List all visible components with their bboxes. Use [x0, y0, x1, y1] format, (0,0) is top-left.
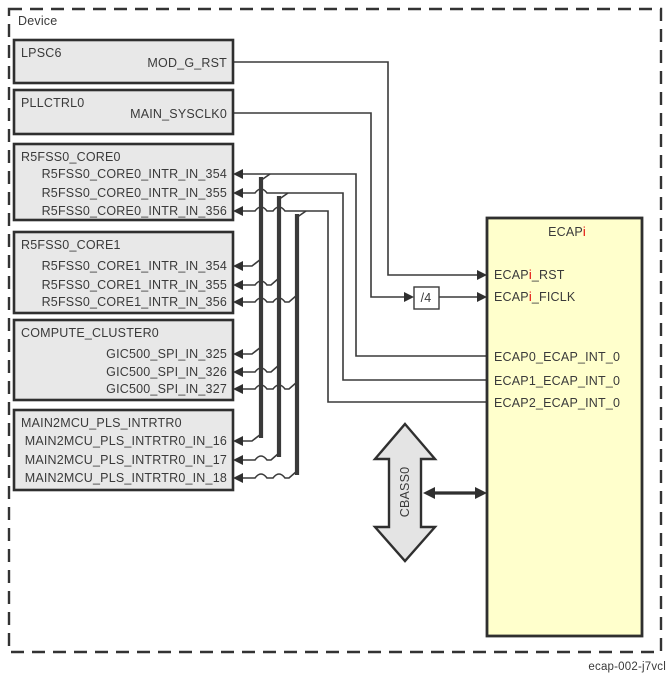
tap-core1-355	[243, 277, 280, 286]
bus-ecap2-top-join	[295, 210, 307, 219]
signal-label: R5FSS0_CORE0_INTR_IN_356	[42, 204, 227, 218]
interconnect-cbass0: CBASS0	[372, 422, 487, 563]
input-arrowhead	[233, 384, 243, 394]
block-ecapi: ECAPi ECAPi_RST ECAPi_FICLK ECAP0_ECAP_I…	[485, 216, 644, 638]
block-main2mcu-box	[12, 408, 235, 492]
cbass0-label: CBASS0	[398, 467, 412, 518]
device-label: Device	[18, 14, 57, 28]
ecapi-output-int1: ECAP1_ECAP_INT_0	[494, 374, 620, 388]
clock-divider: /4	[413, 286, 440, 310]
wire-ecap0-int	[243, 173, 487, 357]
signal-label: MAIN_SYSCLK0	[130, 107, 227, 121]
tap-main2mcu-18	[243, 470, 298, 479]
block-ecapi-box	[485, 216, 644, 638]
block-lpsc6: LPSC6 MOD_G_RST	[12, 38, 235, 85]
signal-label: MAIN2MCU_PLS_INTRTR0_IN_16	[25, 434, 227, 448]
divider-arrowhead	[404, 292, 414, 302]
signal-label: GIC500_SPI_IN_325	[106, 347, 227, 361]
block-title: R5FSS0_CORE1	[21, 238, 121, 252]
wires	[233, 61, 487, 479]
signal-label: GIC500_SPI_IN_326	[106, 365, 227, 379]
figure-id-label: ecap-002-j7vcl	[588, 661, 666, 673]
bus-ecap1-top-join	[277, 192, 289, 201]
block-r5fss0-core0: R5FSS0_CORE0 R5FSS0_CORE0_INTR_IN_354 R5…	[12, 142, 235, 222]
block-title: LPSC6	[21, 46, 62, 60]
input-arrowhead	[233, 169, 243, 179]
tap-gic-326	[243, 364, 280, 373]
signal-label: R5FSS0_CORE1_INTR_IN_354	[42, 259, 227, 273]
block-pllctrl0-box	[12, 88, 235, 136]
input-arrowhead	[233, 206, 243, 216]
tap-core1-356	[243, 294, 298, 303]
signal-label: R5FSS0_CORE0_INTR_IN_354	[42, 167, 227, 181]
input-arrowhead	[233, 473, 243, 483]
ecapi-output-int0: ECAP0_ECAP_INT_0	[494, 350, 620, 364]
block-title: COMPUTE_CLUSTER0	[21, 326, 159, 340]
ecapi-output-int2: ECAP2_ECAP_INT_0	[494, 396, 620, 410]
tap-core1-354	[243, 258, 262, 267]
wire-mod-g-rst	[233, 61, 478, 276]
block-compute-cluster0-box	[12, 318, 235, 402]
tap-gic-327	[243, 381, 298, 390]
signal-label: MAIN2MCU_PLS_INTRTR0_IN_17	[25, 453, 227, 467]
input-arrowhead	[233, 436, 243, 446]
input-arrowhead	[233, 349, 243, 359]
input-arrowhead	[233, 280, 243, 290]
block-pllctrl0: PLLCTRL0 MAIN_SYSCLK0	[12, 88, 235, 136]
block-r5fss0-core1: R5FSS0_CORE1 R5FSS0_CORE1_INTR_IN_354 R5…	[12, 230, 235, 315]
ecapi-title: ECAPi	[548, 225, 586, 239]
input-arrowhead	[233, 261, 243, 271]
tap-gic-325	[243, 346, 262, 355]
wire-ecap1-int	[243, 188, 487, 381]
link-arrowhead-right	[475, 487, 487, 499]
wire-ecap2-int	[243, 206, 487, 403]
ecap-ficlk-arrowhead	[477, 292, 487, 302]
divider-box	[413, 286, 440, 310]
input-arrowheads	[233, 169, 487, 483]
signal-label: R5FSS0_CORE1_INTR_IN_355	[42, 278, 227, 292]
block-r5fss0-core0-box	[12, 142, 235, 222]
divider-label: /4	[421, 291, 432, 305]
ecapi-input-ficlk: ECAPi_FICLK	[494, 290, 576, 304]
ecap-rst-arrowhead	[477, 270, 487, 280]
block-title: R5FSS0_CORE0	[21, 150, 121, 164]
block-main2mcu-pls-intrtr0: MAIN2MCU_PLS_INTRTR0 MAIN2MCU_PLS_INTRTR…	[12, 408, 235, 492]
block-r5fss0-core1-box	[12, 230, 235, 315]
block-title: PLLCTRL0	[21, 96, 84, 110]
signal-label: GIC500_SPI_IN_327	[106, 382, 227, 396]
cbass0-double-arrow	[372, 422, 438, 563]
signal-label: R5FSS0_CORE1_INTR_IN_356	[42, 295, 227, 309]
input-arrowhead	[233, 367, 243, 377]
signal-label: R5FSS0_CORE0_INTR_IN_355	[42, 186, 227, 200]
input-arrowhead	[233, 297, 243, 307]
ecapi-input-rst: ECAPi_RST	[494, 268, 565, 282]
device-boundary	[7, 7, 663, 654]
link-arrowhead-left	[423, 487, 435, 499]
input-arrowhead	[233, 188, 243, 198]
signal-label: MAIN2MCU_PLS_INTRTR0_IN_18	[25, 471, 227, 485]
block-compute-cluster0: COMPUTE_CLUSTER0 GIC500_SPI_IN_325 GIC50…	[12, 318, 235, 402]
input-arrowhead	[233, 455, 243, 465]
signal-label: MOD_G_RST	[147, 56, 227, 70]
block-title: MAIN2MCU_PLS_INTRTR0	[21, 416, 182, 430]
bus-ecap0-top-join	[259, 173, 271, 182]
tap-main2mcu-16	[243, 433, 262, 442]
tap-main2mcu-17	[243, 452, 280, 461]
block-lpsc6-box	[12, 38, 235, 85]
wire-main-sysclk0	[233, 112, 405, 298]
